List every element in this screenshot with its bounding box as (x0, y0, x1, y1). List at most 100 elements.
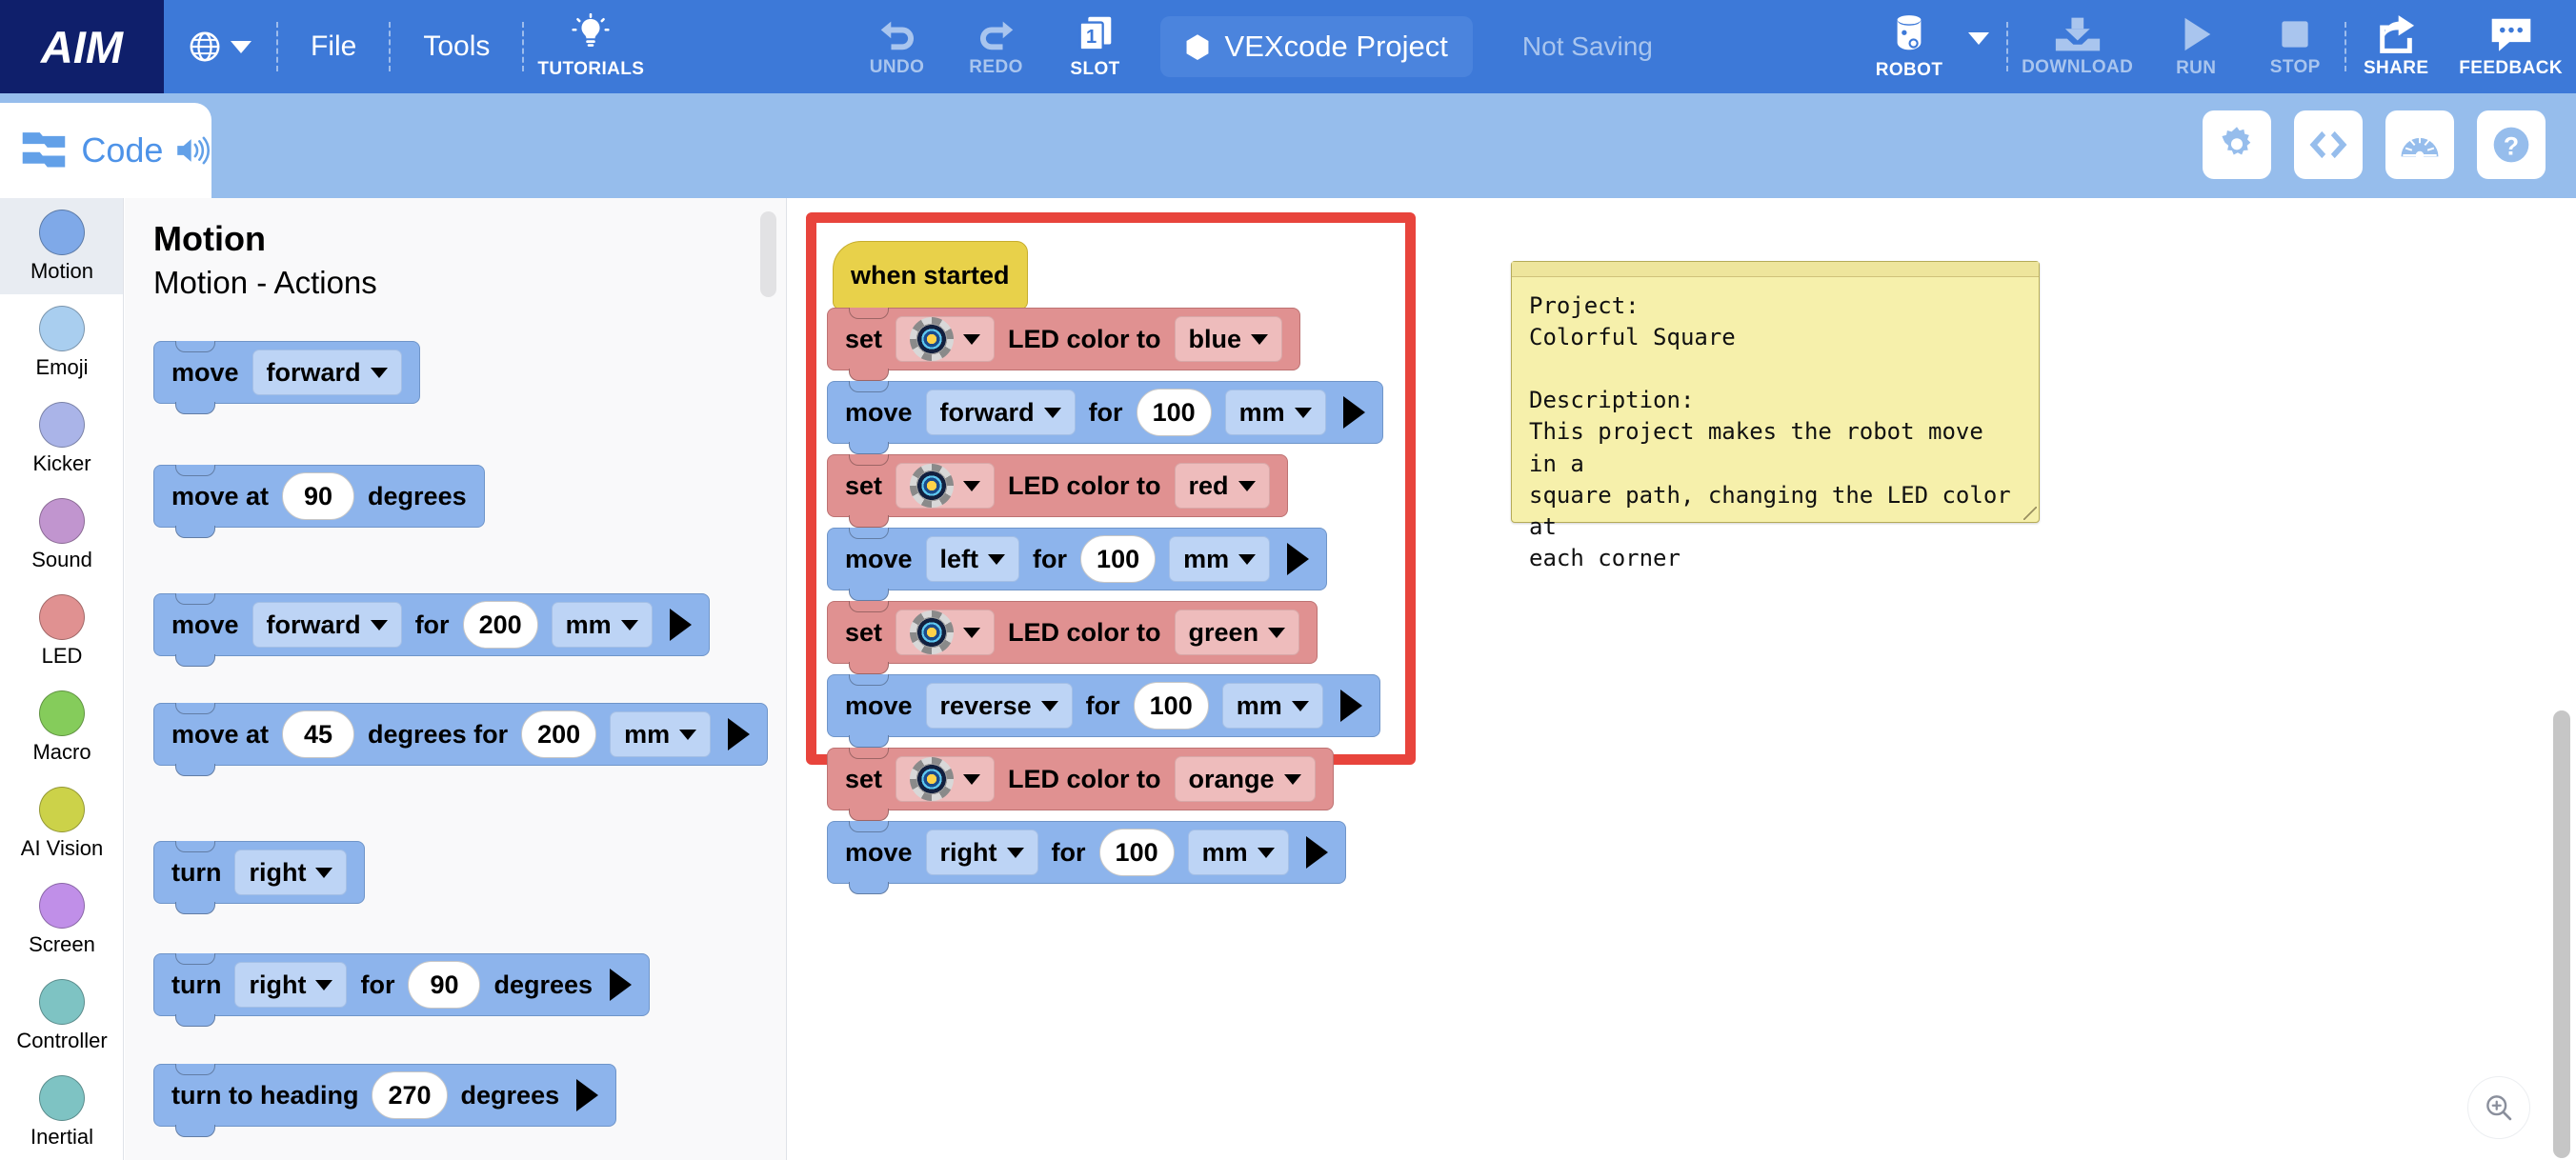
feedback-button[interactable]: FEEDBACK (2445, 0, 2576, 93)
blocks-icon (22, 132, 66, 168)
block-number-input[interactable]: 200 (521, 710, 597, 758)
block-device-dropdown[interactable] (896, 463, 996, 509)
tab-code[interactable]: Code (0, 103, 211, 198)
undo-button[interactable]: UNDO (848, 0, 947, 93)
block-number-input[interactable]: 270 (372, 1071, 448, 1119)
block-dropdown[interactable]: mm (1169, 536, 1271, 582)
block-play-icon[interactable] (610, 969, 633, 1001)
block-dropdown[interactable]: mm (610, 711, 712, 757)
menu-tools[interactable]: Tools (423, 30, 491, 62)
block-number-input[interactable]: 100 (1133, 682, 1209, 730)
block-dropdown[interactable]: orange (1174, 756, 1316, 802)
help-button[interactable]: ? (2477, 110, 2546, 179)
zoom-in-button[interactable] (2467, 1076, 2530, 1139)
block-number-input[interactable]: 45 (282, 710, 355, 758)
block-number-input[interactable]: 90 (282, 472, 355, 520)
block-dropdown[interactable]: forward (252, 350, 402, 395)
robot-button[interactable]: ROBOT (1860, 0, 1959, 93)
robot-selector[interactable]: ROBOT (1842, 0, 2006, 93)
block-dropdown[interactable]: right (925, 830, 1038, 875)
sidebar-item-motion[interactable]: Motion (0, 198, 123, 294)
block-dropdown[interactable]: red (1174, 463, 1270, 509)
block-play-icon[interactable] (576, 1079, 599, 1111)
sidebar-item-inertial[interactable]: Inertial (0, 1064, 123, 1160)
toolbar-divider (389, 22, 392, 71)
block-dropdown[interactable]: mm (551, 602, 653, 648)
block-number-input[interactable]: 200 (462, 601, 538, 649)
block-dropdown[interactable]: green (1174, 610, 1300, 655)
block-dropdown[interactable]: mm (1224, 390, 1326, 435)
sidebar-item-kicker[interactable]: Kicker (0, 390, 123, 487)
block-dropdown[interactable]: blue (1174, 316, 1283, 362)
download-label: DOWNLOAD (2022, 57, 2134, 77)
download-button[interactable]: DOWNLOAD (2008, 0, 2146, 93)
block-dropdown[interactable]: mm (1221, 683, 1323, 729)
slot-button[interactable]: 1 SLOT (1046, 0, 1145, 93)
block-device-dropdown[interactable] (896, 610, 996, 655)
menu-file[interactable]: File (311, 30, 357, 62)
block-dropdown[interactable]: reverse (925, 683, 1073, 729)
dropdown-value: mm (565, 610, 612, 639)
block-number-input[interactable]: 100 (1136, 389, 1212, 436)
block-dropdown[interactable]: forward (925, 390, 1076, 435)
block-s0[interactable]: when started (833, 241, 1028, 320)
block-device-dropdown[interactable] (896, 316, 996, 362)
redo-button[interactable]: REDO (947, 0, 1046, 93)
palette-scrollbar[interactable] (760, 211, 776, 297)
run-button[interactable]: RUN (2146, 0, 2245, 93)
block-play-icon[interactable] (1342, 396, 1365, 429)
project-comment-note[interactable]: Project: Colorful Square Description: Th… (1511, 261, 2040, 571)
block-play-icon[interactable] (1287, 543, 1310, 575)
stop-icon (2282, 21, 2308, 48)
sidebar-item-screen[interactable]: Screen (0, 871, 123, 968)
block-play-icon[interactable] (669, 609, 692, 641)
sidebar-item-controller[interactable]: Controller (0, 968, 123, 1064)
block-dropdown[interactable]: left (925, 536, 1020, 582)
block-number-input[interactable]: 90 (408, 961, 481, 1009)
block-device-dropdown[interactable] (896, 756, 996, 802)
sidebar-item-emoji[interactable]: Emoji (0, 294, 123, 390)
block-play-icon[interactable] (728, 718, 751, 750)
block-number-input[interactable]: 100 (1080, 535, 1157, 583)
toolbar-spacer-right (1653, 0, 1842, 93)
sidebar-item-macro[interactable]: Macro (0, 679, 123, 775)
block-number-input[interactable]: 100 (1098, 829, 1175, 876)
block-dropdown[interactable]: mm (1187, 830, 1289, 875)
robot-chevron-down-icon[interactable] (1968, 31, 1990, 45)
stop-button[interactable]: STOP (2245, 0, 2345, 93)
block-dropdown[interactable]: right (234, 850, 348, 895)
block-dropdown[interactable]: forward (252, 602, 402, 648)
sidebar-item-ai-vision[interactable]: AI Vision (0, 775, 123, 871)
block-play-icon[interactable] (1339, 690, 1362, 722)
note-titlebar[interactable] (1512, 262, 2039, 277)
project-name-field[interactable]: VEXcode Project (1159, 16, 1473, 77)
workspace-vertical-scrollbar[interactable] (2553, 710, 2570, 1158)
language-selector[interactable] (164, 0, 276, 93)
block-dropdown[interactable]: right (234, 962, 348, 1008)
dashboard-button[interactable] (2385, 110, 2454, 179)
share-button[interactable]: SHARE (2346, 0, 2445, 93)
sidebar-item-led[interactable]: LED (0, 583, 123, 679)
block-play-icon[interactable] (1305, 836, 1328, 869)
settings-button[interactable] (2203, 110, 2271, 179)
code-view-button[interactable] (2294, 110, 2363, 179)
sidebar-item-sound[interactable]: Sound (0, 487, 123, 583)
tutorials-button[interactable]: TUTORIALS (524, 0, 657, 93)
note-resize-handle[interactable] (2023, 507, 2037, 520)
